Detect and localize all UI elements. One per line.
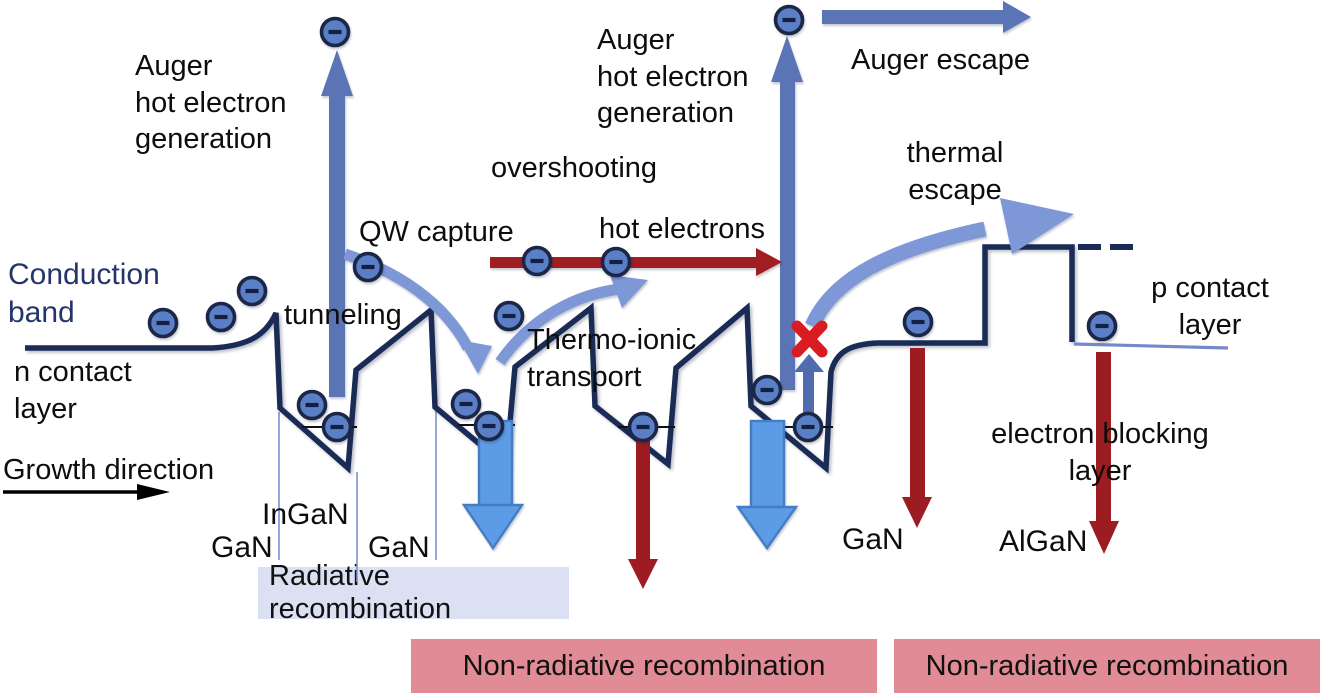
electron-icon [630,414,657,441]
thermo-ionic-transport-label: Thermo-ionic transport [527,324,697,393]
hot-electrons-label: hot electrons [599,213,766,245]
gan-label-right: GaN [842,523,904,556]
thermal-escape-label: thermal escape [906,137,1004,206]
auger-hot-electron-arrow-left [321,50,353,397]
auger-generation-label-right: Auger hot electron generation [597,24,749,130]
electron-icon [496,303,523,330]
electron-icon [776,7,803,34]
non-radiative-arrow-qw [628,416,658,589]
electron-icon [603,249,630,276]
electron-blocking-layer-label: electron blocking layer [991,418,1209,487]
p-contact-band-line [1073,342,1229,350]
gan-label-left: GaN [211,531,273,564]
non-radiative-recombination-label-left: Non-radiative recombination [462,649,826,682]
radiative-recombination-arrow-2 [735,419,799,551]
non-radiative-recombination-box-left: Non-radiative recombination [411,639,877,693]
algan-label: AlGaN [999,525,1088,558]
radiative-recombination-label: Radiative recombination [269,560,452,625]
overshooting-label: overshooting [491,152,658,184]
auger-generation-label-left: Auger hot electron generation [135,50,287,156]
electron-icon [239,278,266,305]
n-contact-layer-label: n contact layer [14,356,132,425]
qw-capture-label: QW capture [359,216,514,248]
electron-icon [324,414,351,441]
electron-icon [322,19,349,46]
tunneling-label: tunneling [284,299,402,331]
growth-direction-label: Growth direction [3,454,215,486]
electron-icon [453,391,480,418]
non-radiative-arrow-algan [1089,352,1119,554]
non-radiative-recombination-box-right: Non-radiative recombination [894,639,1320,693]
growth-direction-arrow [3,484,170,500]
thermal-escape-arrow [805,198,1074,330]
electron-icon [795,414,822,441]
electron-icon [208,304,235,331]
auger-escape-label: Auger escape [851,44,1030,76]
non-radiative-arrow-gan [902,348,932,528]
electron-icon [476,413,503,440]
radiative-recombination-box: Radiative recombination [258,560,569,625]
non-radiative-recombination-label-right: Non-radiative recombination [925,649,1289,682]
conduction-band-label: Conduction band [8,258,160,329]
thermo-ionic-arrow [495,275,648,366]
electron-icon [1089,313,1116,340]
layer-marker-lines [278,410,437,582]
gan-label-mid: GaN [368,531,430,564]
p-contact-layer-label: p contact layer [1151,272,1269,341]
electron-icon [754,377,781,404]
electron-icon [355,254,382,281]
ingan-label: InGaN [262,498,349,531]
electron-icon [299,392,326,419]
electron-icon [524,248,551,275]
blocked-up-arrow [794,354,824,413]
conduction-band-line [25,244,1075,474]
auger-escape-arrow [822,1,1031,33]
electron-icon [905,309,932,336]
auger-hot-electron-arrow-right [771,36,803,390]
blocked-cross-icon [791,320,828,358]
